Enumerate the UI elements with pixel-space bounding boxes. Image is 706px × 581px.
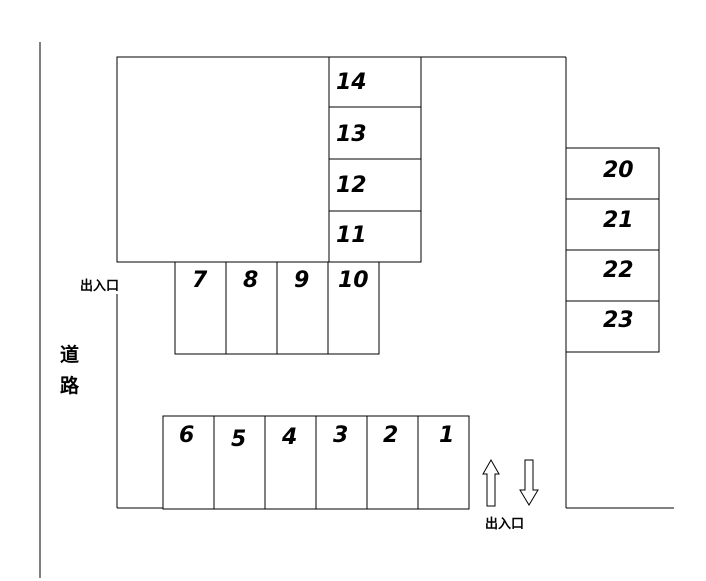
up-arrow-icon bbox=[482, 458, 500, 507]
space-number: 21 bbox=[603, 208, 634, 233]
space-number: 2 bbox=[383, 423, 398, 448]
space-number: 8 bbox=[243, 268, 258, 293]
parking-space-12: 12 bbox=[328, 158, 422, 212]
parking-space-20: 20 bbox=[565, 147, 660, 200]
parking-space-14: 14 bbox=[328, 56, 422, 108]
parking-space-3: 3 bbox=[315, 415, 368, 510]
space-number: 5 bbox=[231, 427, 246, 452]
space-number: 3 bbox=[333, 423, 348, 448]
parking-space-8: 8 bbox=[225, 261, 278, 355]
road-label-char-1: 道 bbox=[60, 343, 79, 366]
parking-space-7: 7 bbox=[174, 261, 227, 355]
space-number: 12 bbox=[336, 173, 367, 198]
space-number: 20 bbox=[603, 158, 634, 183]
parking-space-2: 2 bbox=[366, 415, 419, 510]
space-number: 1 bbox=[439, 423, 454, 448]
parking-space-22: 22 bbox=[565, 249, 660, 302]
building-block bbox=[116, 56, 330, 263]
parking-space-13: 13 bbox=[328, 106, 422, 160]
space-number: 9 bbox=[294, 268, 309, 293]
parking-space-21: 21 bbox=[565, 198, 660, 251]
down-arrow-icon bbox=[519, 459, 539, 506]
parking-space-6: 6 bbox=[162, 415, 215, 510]
space-number: 13 bbox=[336, 122, 367, 147]
space-number: 23 bbox=[603, 308, 634, 333]
parking-space-10: 10 bbox=[327, 261, 380, 355]
space-number: 6 bbox=[179, 423, 194, 448]
road-label-char-2: 路 bbox=[60, 374, 80, 397]
space-number: 14 bbox=[336, 70, 367, 95]
parking-space-1: 1 bbox=[417, 415, 470, 510]
space-number: 22 bbox=[603, 258, 634, 283]
parking-space-5: 5 bbox=[213, 415, 266, 510]
space-number: 4 bbox=[281, 425, 297, 450]
parking-space-9: 9 bbox=[276, 261, 329, 355]
entrance-label-left: 出入口 bbox=[80, 278, 119, 294]
entrance-label-bottom: 出入口 bbox=[485, 516, 524, 532]
space-number: 11 bbox=[336, 223, 367, 248]
space-number: 7 bbox=[192, 268, 208, 293]
space-number: 10 bbox=[338, 268, 369, 293]
parking-space-23: 23 bbox=[565, 300, 660, 353]
parking-space-4: 4 bbox=[264, 415, 317, 510]
parking-space-11: 11 bbox=[328, 210, 422, 263]
